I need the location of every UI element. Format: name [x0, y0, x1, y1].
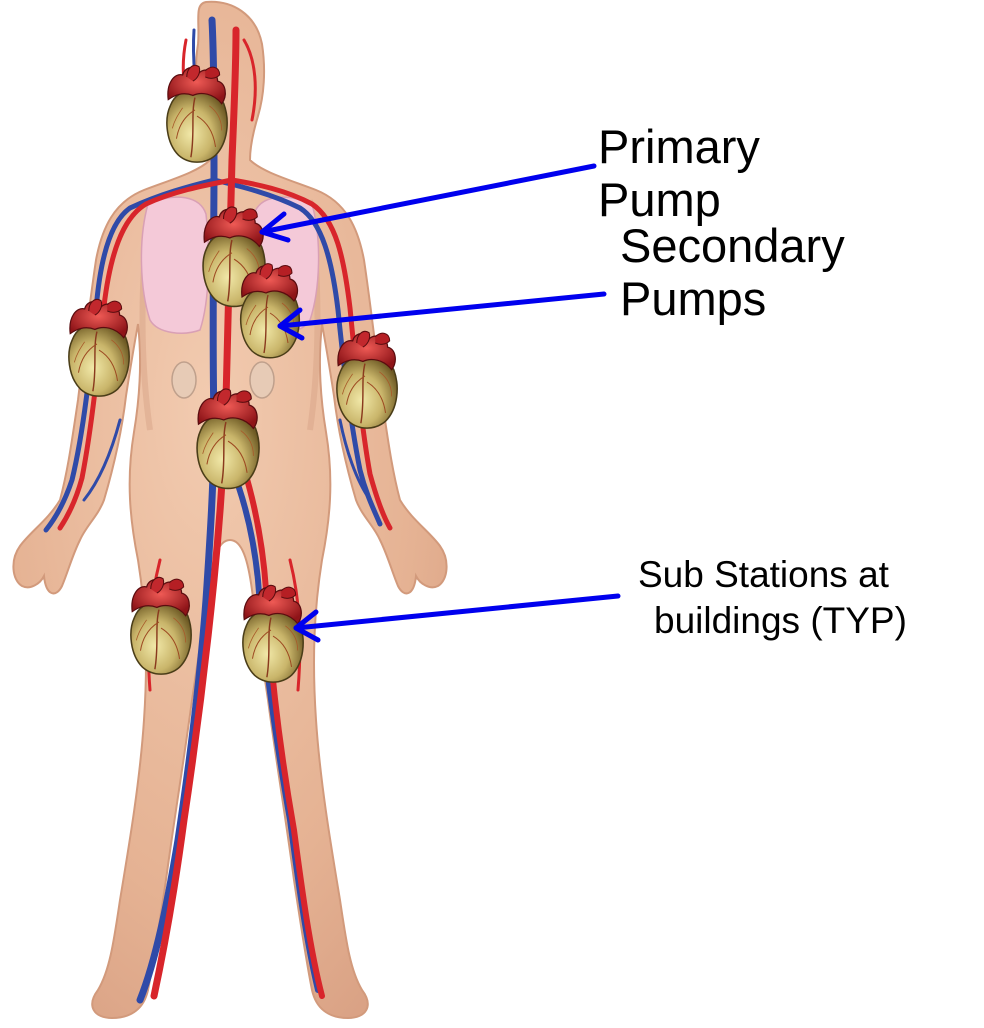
label-sub-stations: Sub Stations at buildings (TYP): [638, 552, 907, 644]
label-primary-line1: Primary: [598, 121, 760, 174]
label-secondary-line1: Secondary: [620, 220, 845, 273]
label-secondary-line2: Pumps: [620, 273, 845, 326]
label-sub-line1: Sub Stations at: [638, 552, 907, 598]
heart-pump-icon: [131, 577, 191, 674]
heart-pump-icon: [69, 299, 129, 396]
label-secondary-pumps: Secondary Pumps: [620, 220, 845, 325]
heart-pump-icon: [337, 331, 397, 428]
arrow-left-icon: [296, 596, 618, 640]
label-primary-pump: Primary Pump: [598, 121, 760, 226]
heart-pump-icon: [167, 65, 227, 162]
heart-pump-icon: [243, 585, 303, 682]
label-sub-line2: buildings (TYP): [654, 598, 907, 644]
heart-pump-icon: [241, 264, 300, 358]
heart-pump-icon: [197, 389, 259, 488]
